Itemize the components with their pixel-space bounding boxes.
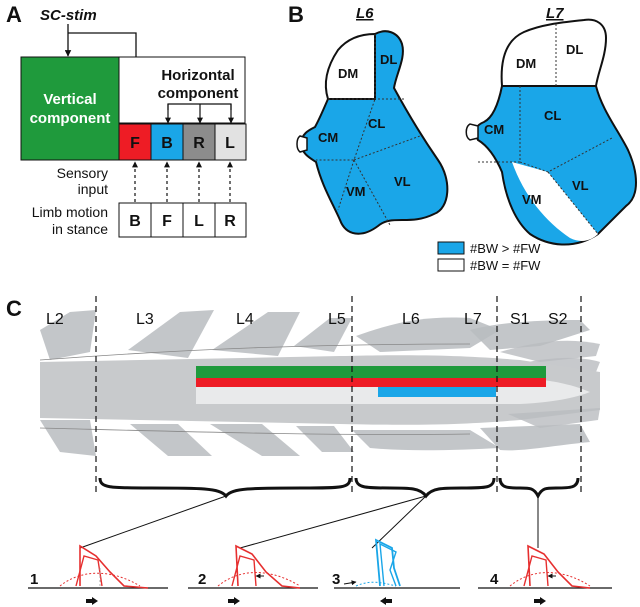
pointer-1 — [79, 495, 227, 549]
l6-dm-region — [324, 32, 376, 100]
red-bar — [196, 378, 546, 387]
l7-blue-region — [474, 85, 637, 246]
l6-canal — [296, 135, 308, 153]
pose-1-arrow — [86, 597, 98, 605]
sensory-box-r — [182, 123, 216, 161]
l6-cm: CM — [318, 130, 338, 145]
motion-r: R — [224, 213, 236, 230]
l7-dorsal-region — [500, 18, 608, 87]
l6-div-1 — [374, 34, 405, 100]
l7-dm: DM — [516, 56, 536, 71]
cord-line-top — [39, 343, 471, 361]
pose-3-arrow — [380, 597, 392, 605]
motion-f: F — [162, 213, 172, 230]
legend-blue-swatch — [437, 241, 465, 255]
pose-label-3: 3 — [332, 571, 340, 588]
l7-cm: CM — [484, 122, 504, 137]
l6-dm: DM — [338, 66, 358, 81]
blue-bar — [378, 387, 496, 397]
motion-box-r — [214, 202, 247, 238]
motion-box-b — [118, 202, 152, 238]
l7-vm: VM — [522, 192, 542, 207]
motion-l: L — [194, 213, 204, 230]
l6-dl: DL — [380, 52, 397, 67]
sensory-b: B — [161, 135, 173, 152]
l7-dl: DL — [566, 42, 583, 57]
l6-vl: VL — [394, 174, 411, 189]
l7-cl: CL — [544, 108, 561, 123]
l6-title: L6 — [356, 5, 374, 22]
pose-1: 1 — [28, 544, 168, 605]
pose-label-4: 4 — [490, 571, 499, 588]
green-bar — [196, 366, 546, 378]
pose-3: 3 — [332, 538, 460, 605]
sensory-l: L — [225, 135, 235, 152]
panel-a-letter: A — [6, 2, 22, 27]
l6-section: DM DL CL CM VL VM — [296, 30, 449, 235]
sensory-box-l — [214, 123, 247, 161]
pose-2-arrow — [228, 597, 240, 605]
legend-white-label: #BW = #FW — [470, 258, 541, 273]
sensory-label-2: input — [78, 181, 108, 197]
seg-l4: L4 — [236, 311, 254, 328]
panel-c-letter: C — [6, 296, 22, 321]
seg-l7: L7 — [464, 311, 482, 328]
l7-vl: VL — [572, 178, 589, 193]
legend-white-swatch — [437, 258, 465, 272]
pose-label-1: 1 — [30, 571, 38, 588]
cord-line-bottom — [39, 427, 471, 435]
legend-blue-label: #BW > #FW — [470, 241, 541, 256]
pose-2: 2 — [188, 544, 318, 605]
l7-title: L7 — [546, 5, 564, 22]
motion-b: B — [129, 213, 141, 230]
motion-box-f — [150, 202, 184, 238]
vertical-component-box — [20, 56, 120, 161]
seg-l6: L6 — [402, 311, 420, 328]
l6-blue-region — [299, 30, 449, 235]
brace-2 — [354, 477, 496, 499]
l6-cl: CL — [368, 116, 385, 131]
pointer-3 — [371, 495, 427, 549]
l7-canal — [465, 123, 479, 141]
horizontal-label-1: Horizontal — [161, 67, 234, 84]
seg-l2: L2 — [46, 311, 64, 328]
seg-s2: S2 — [548, 311, 568, 328]
pose-4-arrow — [534, 597, 546, 605]
panel-b: B L6 DM DL CL CM VL VM L7 — [288, 2, 637, 273]
brace-3 — [498, 477, 580, 500]
panel-a: A SC-stim Vertical component Horizontal … — [6, 2, 247, 238]
motion-box-l — [182, 202, 216, 238]
l6-div-3 — [337, 135, 421, 226]
seg-s1: S1 — [510, 311, 530, 328]
motion-label-2: in stance — [52, 221, 108, 237]
l7-div-2 — [478, 86, 613, 235]
l7-section: DM DL CL CM VL VM — [465, 18, 637, 246]
seg-l5: L5 — [328, 311, 346, 328]
sensory-r: R — [193, 135, 205, 152]
sc-stim-label: SC-stim — [40, 7, 97, 24]
horizontal-label-2: component — [158, 85, 239, 102]
l6-vm: VM — [346, 184, 366, 199]
horizontal-component-box — [118, 56, 246, 124]
motion-label-1: Limb motion — [32, 204, 108, 220]
panel-b-letter: B — [288, 2, 304, 27]
pointer-2 — [239, 495, 427, 549]
pose-4: 4 — [478, 544, 612, 605]
sensory-label-1: Sensory — [57, 165, 108, 181]
pose-label-2: 2 — [198, 571, 206, 588]
brace-1 — [98, 477, 352, 499]
seg-l3: L3 — [136, 311, 154, 328]
vertical-label-2: component — [30, 110, 111, 127]
panel-c: C — [6, 296, 612, 605]
sensory-f: F — [130, 135, 140, 152]
l7-vm-region — [512, 162, 598, 241]
vertical-label-1: Vertical — [43, 91, 96, 108]
